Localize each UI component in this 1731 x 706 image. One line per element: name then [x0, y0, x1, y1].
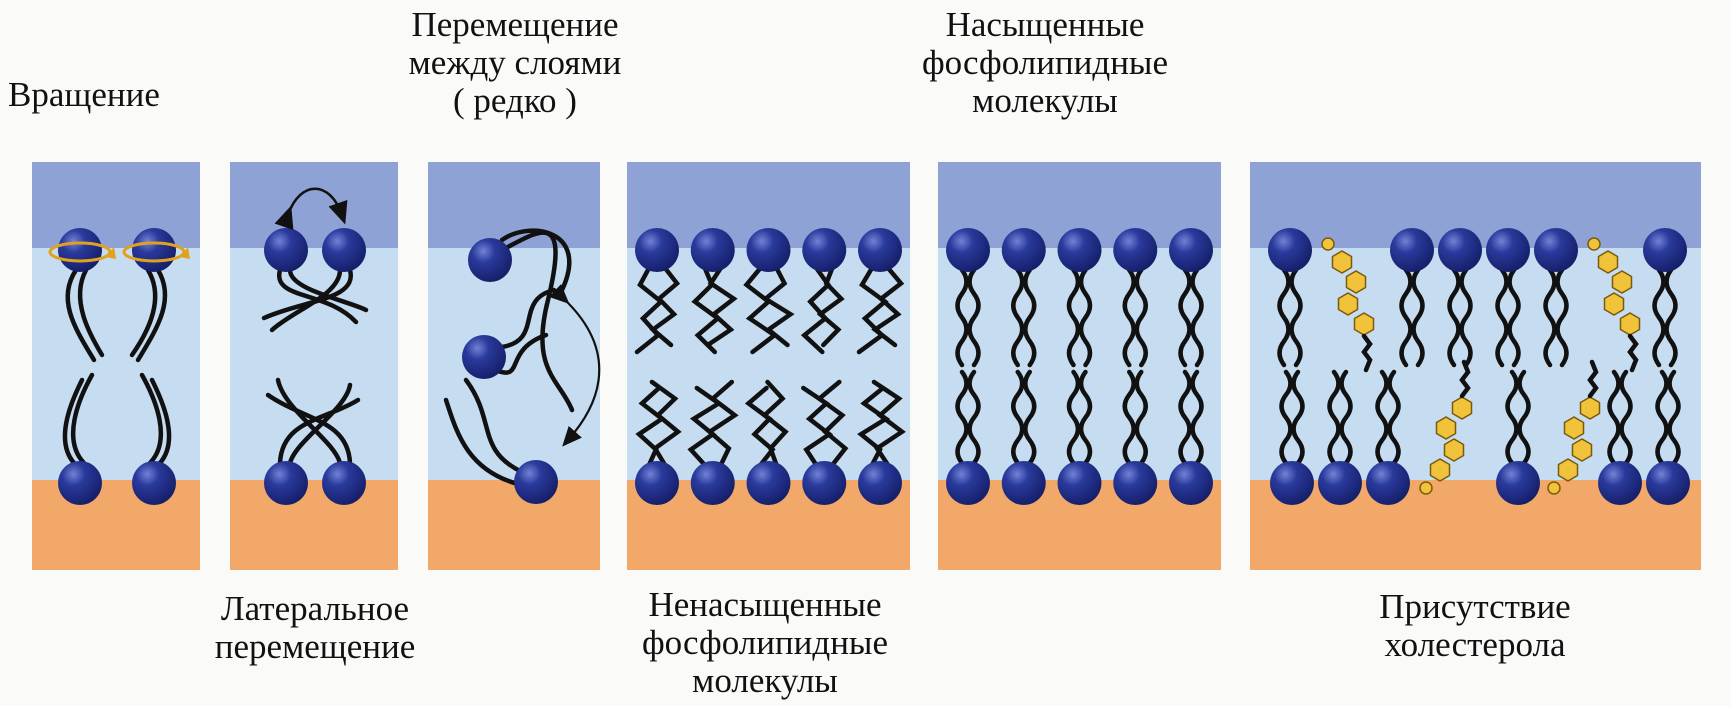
phospholipid-head — [58, 228, 102, 272]
phospholipid-head — [1534, 228, 1578, 272]
steroid-ring — [1573, 439, 1592, 461]
label-rotation: Вращение — [8, 76, 208, 114]
phospholipid-head — [1270, 461, 1314, 505]
phospholipid-head — [1438, 228, 1482, 272]
phospholipid-head — [946, 228, 990, 272]
steroid-ring — [1565, 417, 1584, 439]
steroid-ring — [1333, 251, 1352, 273]
lower-water-band — [32, 480, 200, 570]
steroid-ring — [1431, 459, 1450, 481]
label-cholesterol: Присутствие холестерола — [1315, 588, 1635, 664]
lower-water-band — [230, 480, 398, 570]
phospholipid-head — [1002, 461, 1046, 505]
upper-water-band — [230, 162, 398, 248]
steroid-ring — [1347, 271, 1366, 293]
phospholipid-head — [322, 461, 366, 505]
phospholipid-head — [691, 461, 735, 505]
phospholipid-head — [462, 335, 506, 379]
label-unsaturated: Ненасыщенные фосфолипидные молекулы — [595, 586, 935, 700]
phospholipid-head — [691, 228, 735, 272]
phospholipid-head — [1496, 461, 1540, 505]
phospholipid-head — [635, 228, 679, 272]
steroid-ring — [1581, 397, 1600, 419]
phospholipid-head — [802, 461, 846, 505]
phospholipid-head — [858, 461, 902, 505]
phospholipid-head — [132, 461, 176, 505]
phospholipid-head — [58, 461, 102, 505]
phospholipid-head — [1169, 228, 1213, 272]
steroid-ring — [1437, 417, 1456, 439]
panel-flip-flop — [428, 162, 600, 570]
steroid-ring — [1445, 439, 1464, 461]
hydroxyl-group — [1420, 482, 1432, 494]
panel-cholesterol — [1250, 162, 1701, 570]
phospholipid-head — [1113, 461, 1157, 505]
phospholipid-head — [1113, 228, 1157, 272]
phospholipid-head — [1169, 461, 1213, 505]
phospholipid-head — [858, 228, 902, 272]
label-saturated: Насыщенные фосфолипидные молекулы — [880, 6, 1210, 120]
phospholipid-head — [264, 228, 308, 272]
steroid-ring — [1605, 293, 1624, 315]
phospholipid-head — [1002, 228, 1046, 272]
phospholipid-head — [747, 228, 791, 272]
lower-water-band — [428, 480, 600, 570]
phospholipid-head — [1643, 228, 1687, 272]
phospholipid-head — [1058, 228, 1102, 272]
panel-rotation — [32, 162, 200, 570]
label-flip-flop: Перемещение между слоями ( редко ) — [355, 6, 675, 120]
steroid-ring — [1599, 251, 1618, 273]
hydroxyl-group — [1322, 238, 1334, 250]
phospholipid-head — [132, 228, 176, 272]
phospholipid-head — [802, 228, 846, 272]
phospholipid-head — [264, 461, 308, 505]
phospholipid-head — [1486, 228, 1530, 272]
hydroxyl-group — [1548, 482, 1560, 494]
steroid-ring — [1339, 293, 1358, 315]
label-lateral: Латеральное перемещение — [155, 590, 475, 666]
phospholipid-head — [1058, 461, 1102, 505]
phospholipid-head — [1390, 228, 1434, 272]
steroid-ring — [1355, 313, 1374, 335]
phospholipid-head — [1646, 461, 1690, 505]
upper-water-band — [32, 162, 200, 248]
phospholipid-head — [747, 461, 791, 505]
steroid-ring — [1559, 459, 1578, 481]
phospholipid-head — [514, 460, 558, 504]
panel-unsaturated — [627, 162, 910, 570]
steroid-ring — [1621, 313, 1640, 335]
phospholipid-head — [1366, 461, 1410, 505]
hydroxyl-group — [1588, 238, 1600, 250]
phospholipid-head — [322, 228, 366, 272]
steroid-ring — [1453, 397, 1472, 419]
panel-saturated — [938, 162, 1221, 570]
phospholipid-head — [1598, 461, 1642, 505]
phospholipid-head — [468, 238, 512, 282]
phospholipid-head — [946, 461, 990, 505]
panel-lateral — [230, 162, 398, 570]
phospholipid-head — [635, 461, 679, 505]
phospholipid-head — [1268, 228, 1312, 272]
steroid-ring — [1613, 271, 1632, 293]
phospholipid-head — [1318, 461, 1362, 505]
